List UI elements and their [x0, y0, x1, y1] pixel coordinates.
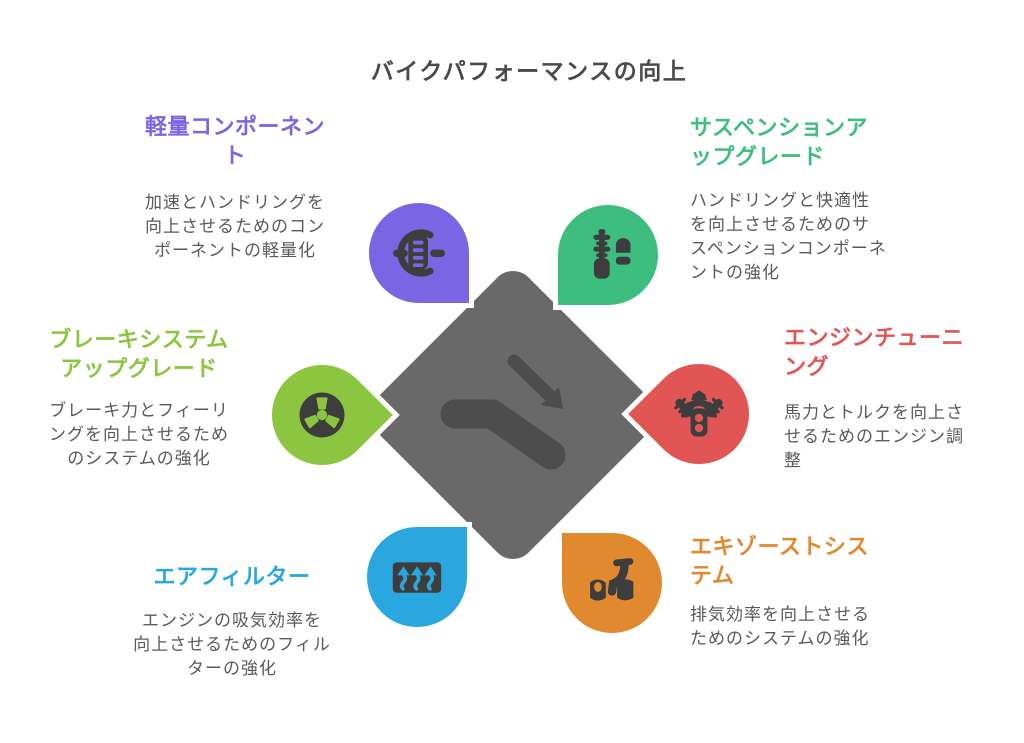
- teardrop-air-filter: [362, 522, 472, 632]
- air-filter-icon: [392, 562, 442, 593]
- teardrop-exhaust-system: [557, 528, 667, 638]
- section-brake-title: ブレーキシステム アップグレード: [49, 327, 229, 381]
- teardrop-lightweight-components: [364, 198, 474, 308]
- exhaust-icon: [590, 558, 634, 601]
- engine-icon: [674, 390, 724, 437]
- section-exhaust-title: エキゾーストシス テム: [690, 534, 869, 588]
- suspension-icon: [593, 229, 631, 279]
- diagram-title: バイクパフォーマンスの向上: [370, 58, 688, 84]
- section-engine-title: エンジンチューニ ング: [784, 325, 965, 379]
- teardrop-engine-tuning: [621, 336, 777, 492]
- section-exhaust-body: 排気効率を向上させる ためのシステムの強化: [690, 605, 870, 648]
- section-brake-body: ブレーキ力とフィーリ ングを向上させるため のシステムの強化: [49, 401, 229, 468]
- section-suspension-body: ハンドリングと快適性 を向上させるためのサ スペンションコンポーネ ントの強化: [690, 191, 887, 282]
- teardrop-suspension-upgrade: [553, 200, 663, 310]
- clutch-roller-icon: [393, 229, 445, 277]
- section-lightweight-title: 軽量コンポーネン ト: [144, 114, 325, 168]
- section-suspension-title: サスペンションア ップグレード: [690, 115, 869, 169]
- section-airfilter-body: エンジンの吸気効率を 向上させるためのフィル ターの強化: [133, 611, 331, 678]
- section-airfilter-title: エアフィルター: [153, 564, 311, 589]
- descend-arrow-icon: [440, 354, 566, 470]
- section-lightweight-body: 加速とハンドリングを 向上させるためのコン ポーネントの軽量化: [145, 193, 325, 260]
- brake-disc-icon: [299, 392, 345, 438]
- section-engine-body: 馬力とトルクを向上さ せるためのエンジン調 整: [784, 403, 964, 470]
- teardrop-brake-system: [244, 337, 400, 493]
